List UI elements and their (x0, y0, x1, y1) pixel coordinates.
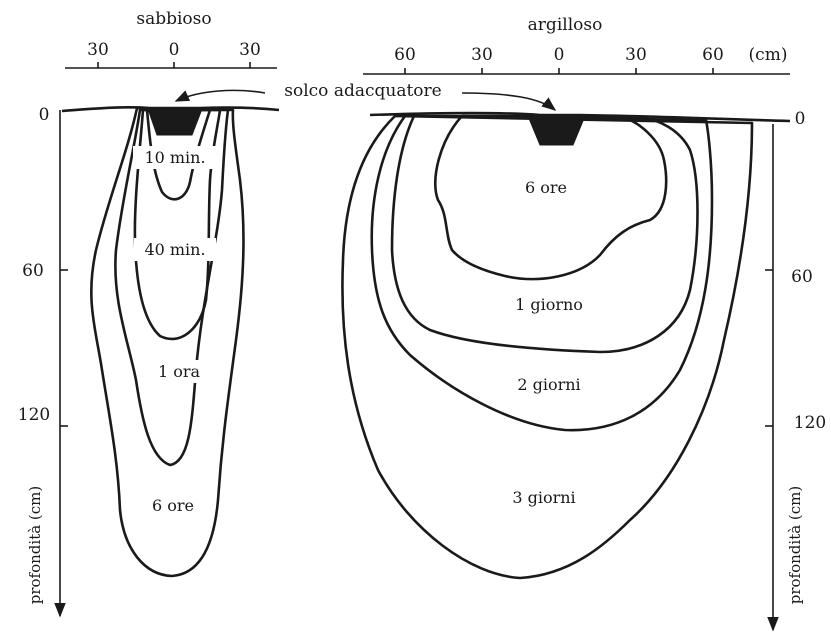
clay-label-3-giorni: 3 giorni (512, 488, 575, 507)
clay-tick-right-60: 60 (702, 45, 724, 65)
left-depth-axis-label: profondità (cm) (26, 486, 44, 605)
sandy-zone-labels: 10 min. 40 min. 1 ora 6 ore (133, 146, 217, 517)
furrow-callout: solco adacquatore (176, 78, 555, 110)
sandy-zone-40-min (135, 110, 220, 339)
sandy-tick-0: 0 (169, 40, 180, 60)
clay-tick-right-30: 30 (625, 45, 647, 65)
left-depth-tick-60: 60 (22, 261, 44, 281)
clay-label-1-giorno: 1 giorno (515, 295, 583, 314)
right-depth-tick-120: 120 (794, 413, 826, 433)
right-depth-tick-60: 60 (791, 267, 813, 287)
sandy-horizontal-axis: 30 0 30 (65, 40, 277, 68)
clay-horizontal-axis: 60 30 0 30 60 (cm) (363, 45, 790, 74)
sandy-soil-title: sabbioso (136, 9, 211, 29)
furrow-arrow-right (462, 93, 555, 110)
left-depth-axis: 0 60 120 profondità (cm) (18, 105, 68, 616)
furrow-label: solco adacquatore (284, 81, 441, 101)
clay-zone-1-giorno (392, 116, 698, 352)
clay-label-2-giorni: 2 giorni (517, 375, 580, 394)
clay-tick-left-30: 30 (471, 45, 493, 65)
right-depth-axis-label: profondità (cm) (786, 486, 804, 605)
furrow-arrow-left (176, 90, 265, 101)
clay-tick-left-60: 60 (394, 45, 416, 65)
sandy-label-6-ore: 6 ore (152, 496, 194, 515)
clay-soil-title: argilloso (528, 15, 603, 35)
right-depth-tick-0: 0 (795, 109, 806, 129)
sandy-label-1-ora: 1 ora (158, 362, 201, 381)
clay-furrow (528, 116, 585, 145)
clay-label-6-ore: 6 ore (525, 178, 567, 197)
left-depth-tick-120: 120 (18, 405, 50, 425)
clay-tick-0: 0 (554, 45, 565, 65)
sandy-label-40-min: 40 min. (144, 240, 205, 259)
right-depth-axis: 0 60 120 profondità (cm) (765, 109, 826, 630)
sandy-label-10-min: 10 min. (144, 148, 205, 167)
sandy-tick-left-30: 30 (87, 40, 109, 60)
sandy-furrow (148, 109, 202, 135)
left-depth-tick-0: 0 (39, 105, 50, 125)
clay-zone-labels: 6 ore 1 giorno 2 giorni 3 giorni (495, 176, 594, 509)
clay-axis-unit: (cm) (749, 45, 788, 65)
sandy-tick-right-30: 30 (239, 40, 261, 60)
